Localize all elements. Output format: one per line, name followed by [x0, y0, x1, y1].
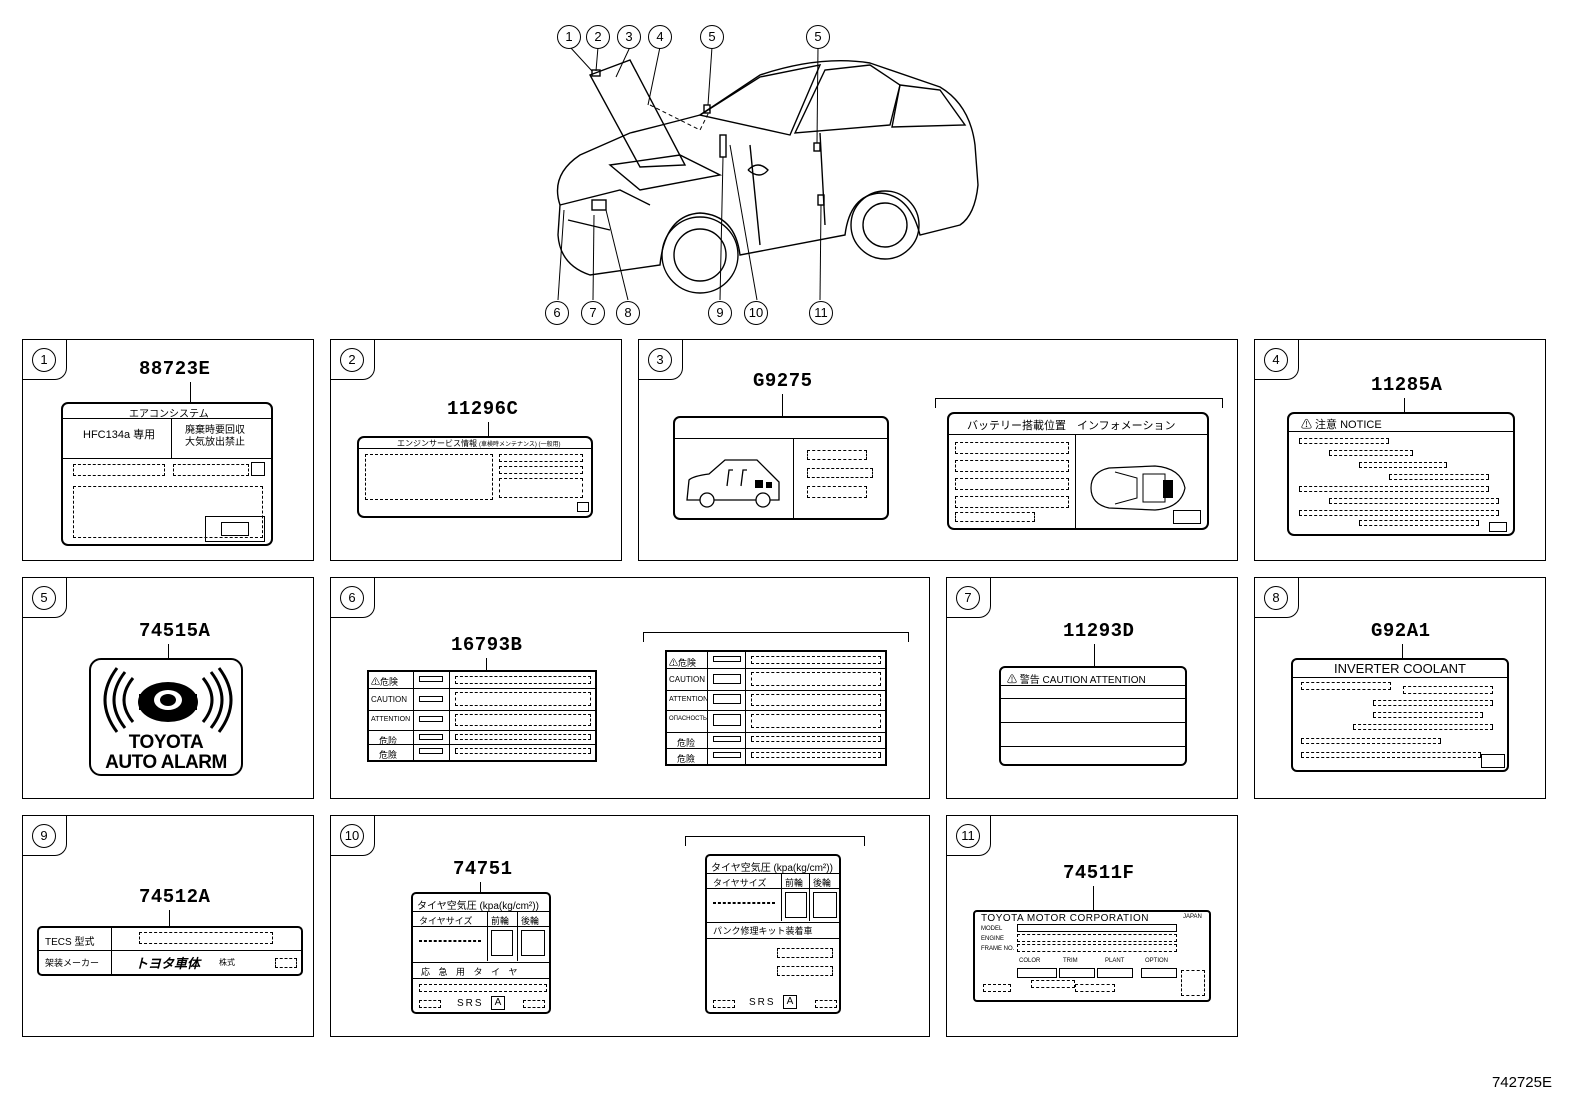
- panel-7: 7 11293D ⚠ 警告 CAUTION ATTENTION: [946, 577, 1238, 799]
- panel-number: 2: [340, 348, 364, 372]
- panel-number: 3: [648, 348, 672, 372]
- label-G9275-b: バッテリー搭載位置 インフォメーション: [947, 412, 1209, 530]
- car-battery-icon: [686, 459, 780, 508]
- part-code: G9275: [753, 370, 813, 392]
- label-title: TOYOTA MOTOR CORPORATION: [981, 913, 1149, 924]
- label-11285A: ⚠ 注意 NOTICE: [1287, 412, 1515, 536]
- callout-10: 10: [744, 301, 768, 325]
- label-74751-a: タイヤ空気圧 (kpa(kg/cm²)) タイヤサイズ 前輪 後輪 応 急 用 …: [411, 892, 551, 1014]
- panel-11: 11 74511F TOYOTA MOTOR CORPORATION JAPAN…: [946, 815, 1238, 1037]
- callout-9: 9: [708, 301, 732, 325]
- panel-5: 5 74515A TOYOTA AUTO ALARM: [22, 577, 314, 799]
- brand-logo: トヨタ車体: [135, 956, 201, 971]
- callout-5a: 5: [700, 25, 724, 49]
- label-74515A: TOYOTA AUTO ALARM: [89, 658, 243, 776]
- panel-8: 8 G92A1 INVERTER COOLANT: [1254, 577, 1546, 799]
- callout-4: 4: [648, 25, 672, 49]
- panel-number: 7: [956, 586, 980, 610]
- label-title-2: (車検時メンテナンス) (一般用): [479, 442, 561, 448]
- part-code: 88723E: [139, 358, 211, 380]
- label-11293D: ⚠ 警告 CAUTION ATTENTION: [999, 666, 1187, 766]
- panel-2: 2 11296C エンジンサービス情報 (車検時メンテナンス) (一般用): [330, 339, 622, 561]
- panel-number: 1: [32, 348, 56, 372]
- callout-3: 3: [617, 25, 641, 49]
- panel-9: 9 74512A TECS 型式 架装メーカー トヨタ車体 株式: [22, 815, 314, 1037]
- part-code: 74751: [453, 858, 513, 880]
- label-title: INVERTER COOLANT: [1334, 661, 1466, 676]
- part-code: 74515A: [139, 620, 211, 642]
- maker-row: 架装メーカー: [45, 958, 100, 968]
- label-88723E: エアコンシステム HFC134a 専用 廃棄時要回収 大気放出禁止: [61, 402, 273, 546]
- tecs-row: TECS 型式: [45, 937, 95, 948]
- label-16793B-b: ⚠危険 CAUTION ATTENTION ОПАСНОСТЬ 危险 危險: [665, 650, 887, 766]
- part-code: G92A1: [1371, 620, 1431, 642]
- label-74512A: TECS 型式 架装メーカー トヨタ車体 株式: [37, 926, 303, 976]
- panel-number: 4: [1264, 348, 1288, 372]
- callout-8: 8: [616, 301, 640, 325]
- label-G92A1: INVERTER COOLANT: [1291, 658, 1509, 772]
- part-code: 11296C: [447, 398, 519, 420]
- panel-1: 1 88723E エアコンシステム HFC134a 専用 廃棄時要回収 大気放出…: [22, 339, 314, 561]
- callout-1: 1: [557, 25, 581, 49]
- part-code: 74511F: [1063, 862, 1135, 884]
- panel-number: 5: [32, 586, 56, 610]
- label-16793B-a: ⚠危険 CAUTION ATTENTION 危险 危險: [367, 670, 597, 762]
- alarm-icon: [103, 667, 233, 733]
- callout-2: 2: [586, 25, 610, 49]
- car-drawing: [556, 46, 979, 301]
- brand-suffix: 株式: [219, 958, 235, 967]
- label-G9275-a: [673, 416, 889, 520]
- part-code: 74512A: [139, 886, 211, 908]
- notice-2: 大気放出禁止: [185, 437, 245, 448]
- panel-number: 8: [1264, 586, 1288, 610]
- part-code: 11293D: [1063, 620, 1135, 642]
- panel-10: 10 74751 タイヤ空気圧 (kpa(kg/cm²)) タイヤサイズ 前輪 …: [330, 815, 930, 1037]
- callout-11: 11: [809, 301, 833, 325]
- panel-number: 10: [340, 824, 364, 848]
- panel-number: 6: [340, 586, 364, 610]
- label-title: ⚠ 警告 CAUTION ATTENTION: [1007, 675, 1146, 686]
- panel-number-box: 1: [23, 340, 67, 380]
- panel-number: 11: [956, 824, 980, 848]
- panel-3: 3 G9275 バッテリー搭載位置 インフォメーション: [638, 339, 1238, 561]
- part-code: 11285A: [1371, 374, 1443, 396]
- refrigerant-text: HFC134a 専用: [83, 429, 156, 441]
- panel-number: 9: [32, 824, 56, 848]
- vehicle-illustration: 1 2 3 4 5 5 6 7 8 9 10 11: [520, 15, 990, 335]
- label-11296C: エンジンサービス情報 (車検時メンテナンス) (一般用): [357, 436, 593, 518]
- label-74751-b: タイヤ空気圧 (kpa(kg/cm²)) タイヤサイズ 前輪 後輪 パンク修理キ…: [705, 854, 841, 1014]
- notice-1: 廃棄時要回収: [185, 425, 245, 436]
- label-74511F: TOYOTA MOTOR CORPORATION JAPAN MODEL ENG…: [973, 910, 1211, 1002]
- panel-4: 4 11285A ⚠ 注意 NOTICE: [1254, 339, 1546, 561]
- panel-6: 6 16793B ⚠危険 CAUTION ATTENTION 危险 危險 ⚠危険…: [330, 577, 930, 799]
- callout-6: 6: [545, 301, 569, 325]
- label-title: エンジンサービス情報: [397, 439, 477, 448]
- diagram-code: 742725E: [1491, 1074, 1552, 1091]
- callout-5b: 5: [806, 25, 830, 49]
- callout-7: 7: [581, 301, 605, 325]
- alarm-line1: TOYOTA: [128, 732, 204, 753]
- car-topview-icon: [1090, 465, 1186, 511]
- part-code: 16793B: [451, 634, 523, 656]
- alarm-line2: AUTO ALARM: [105, 752, 227, 773]
- label-title: ⚠ 注意 NOTICE: [1301, 419, 1382, 431]
- label-title: バッテリー搭載位置 インフォメーション: [967, 420, 1176, 432]
- label-title: エアコンシステム: [129, 409, 209, 420]
